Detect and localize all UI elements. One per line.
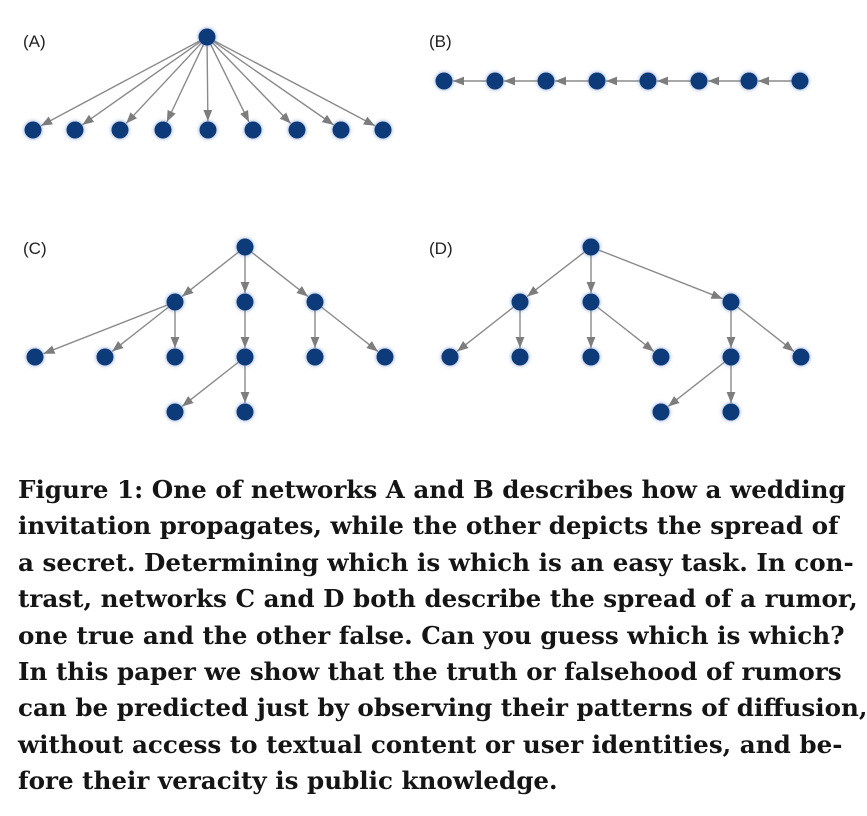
network-node (582, 293, 600, 311)
panel-label-d: (D) (429, 239, 453, 258)
network-node (198, 28, 216, 46)
panel-label-b: (B) (429, 32, 452, 51)
network-node (722, 403, 740, 421)
network-node (376, 348, 394, 366)
network-node (236, 238, 254, 256)
network-node (722, 348, 740, 366)
network-node (288, 121, 306, 139)
network-node (374, 121, 392, 139)
network-b-nodes (435, 72, 809, 90)
network-a-nodes (24, 28, 392, 139)
caption-line: trast, networks C and D both describe th… (18, 584, 858, 614)
figure-caption: Figure 1: One of networks A and B descri… (18, 472, 867, 800)
network-node (588, 72, 606, 90)
edge-arrow (667, 361, 725, 407)
edge-arrow (597, 306, 655, 352)
edge-arrow (40, 40, 200, 127)
network-a-panel: (A) (23, 28, 392, 139)
network-node (582, 238, 600, 256)
edge-arrow (214, 40, 376, 127)
edge-arrow (526, 251, 585, 298)
network-node (236, 293, 254, 311)
edge-arrow (181, 251, 239, 297)
network-node (740, 72, 758, 90)
network-c-edges (43, 251, 379, 407)
network-node (435, 72, 453, 90)
network-node (511, 293, 529, 311)
edge-arrow (181, 361, 239, 407)
edge-arrow (43, 304, 168, 355)
network-d-nodes (441, 238, 810, 421)
panel-label-c: (C) (23, 239, 47, 258)
network-node (486, 72, 504, 90)
edge-arrow (212, 42, 292, 125)
network-node (306, 348, 324, 366)
edge-arrow (125, 42, 202, 124)
edge-arrow (213, 41, 335, 126)
edge-arrow (203, 45, 213, 122)
caption-line: one true and the other false. Can you gu… (18, 620, 845, 650)
network-node (244, 121, 262, 139)
network-node (166, 348, 184, 366)
panel-label-a: (A) (23, 32, 46, 51)
network-node (24, 121, 42, 139)
network-node (792, 348, 810, 366)
network-d-panel: (D) (429, 238, 810, 421)
edge-arrow (81, 41, 201, 126)
network-node (690, 72, 708, 90)
network-node (66, 121, 84, 139)
caption-line: invitation propagates, while the other d… (18, 511, 839, 541)
edge-arrow (166, 44, 204, 123)
network-node (639, 72, 657, 90)
network-node (26, 348, 44, 366)
caption-line: can be predicted just by observing their… (18, 693, 867, 723)
edge-arrow (251, 251, 309, 297)
network-node (306, 293, 324, 311)
edge-arrow (598, 249, 723, 300)
network-node (166, 403, 184, 421)
network-node (96, 348, 114, 366)
network-node (791, 72, 809, 90)
caption-line: fore their veracity is public knowledge. (18, 766, 558, 796)
caption-line: In this paper we show that the truth or … (18, 657, 842, 687)
network-node (652, 348, 670, 366)
network-node (166, 293, 184, 311)
figure-networks: (A) (B) (C) (D) (23, 28, 810, 421)
caption-line: a secret. Determining which is which is … (18, 547, 854, 577)
network-node (582, 348, 600, 366)
network-node (441, 348, 459, 366)
network-c-panel: (C) (23, 238, 394, 421)
network-node (652, 403, 670, 421)
network-b-panel: (B) (429, 32, 809, 90)
network-node (722, 293, 740, 311)
caption-line: Figure 1: One of networks A and B descri… (18, 475, 846, 504)
network-node (236, 403, 254, 421)
caption-line: without access to textual content or use… (18, 729, 843, 759)
network-node (154, 121, 172, 139)
network-a-edges (40, 40, 376, 127)
network-node (236, 348, 254, 366)
edge-arrow (210, 44, 250, 123)
network-d-edges (456, 249, 795, 407)
network-c-nodes (26, 238, 394, 421)
network-node (511, 348, 529, 366)
network-node (332, 121, 350, 139)
network-node (111, 121, 129, 139)
edge-arrow (321, 306, 379, 352)
edge-arrow (737, 306, 795, 352)
edge-arrow (111, 306, 169, 352)
network-node (199, 121, 217, 139)
edge-arrow (456, 306, 514, 352)
network-node (537, 72, 555, 90)
